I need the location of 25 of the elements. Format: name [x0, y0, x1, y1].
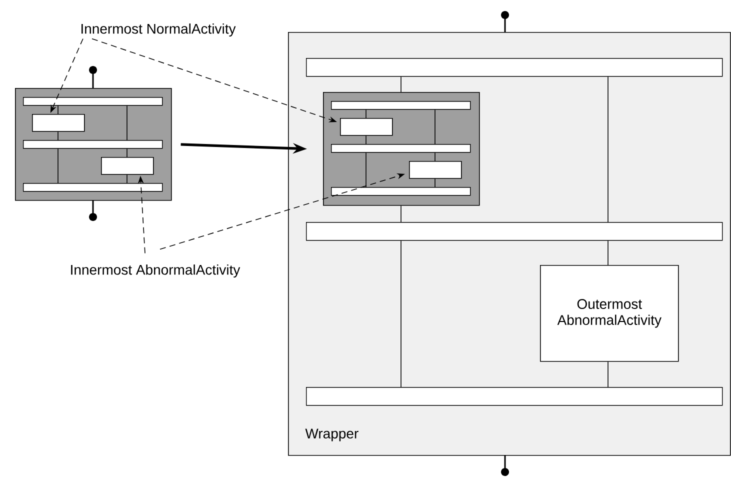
activity-block	[409, 161, 462, 179]
bar	[306, 387, 723, 406]
bar	[23, 97, 163, 106]
bar	[306, 222, 723, 241]
callout-label: Innermost AbnormalActivity	[71, 264, 240, 278]
flow-line	[434, 109, 436, 144]
activity-block	[340, 118, 393, 136]
bar	[23, 140, 163, 149]
bar	[306, 58, 723, 77]
bar	[23, 183, 163, 192]
callout-label: Innermost NormalActivity	[82, 23, 236, 37]
flow-line	[126, 148, 128, 158]
flow-line	[400, 240, 402, 388]
bar	[331, 144, 471, 153]
flow-line	[126, 174, 128, 184]
activity-box: Outermost AbnormalActivity	[540, 265, 679, 362]
flow-line	[400, 205, 402, 222]
flow-line	[434, 152, 436, 162]
flow-line	[126, 105, 128, 140]
activity-block	[101, 157, 154, 175]
activity-block	[32, 114, 85, 132]
bar	[331, 187, 471, 196]
flow-line	[400, 76, 402, 92]
flow-line	[434, 178, 436, 188]
bar	[331, 101, 471, 110]
